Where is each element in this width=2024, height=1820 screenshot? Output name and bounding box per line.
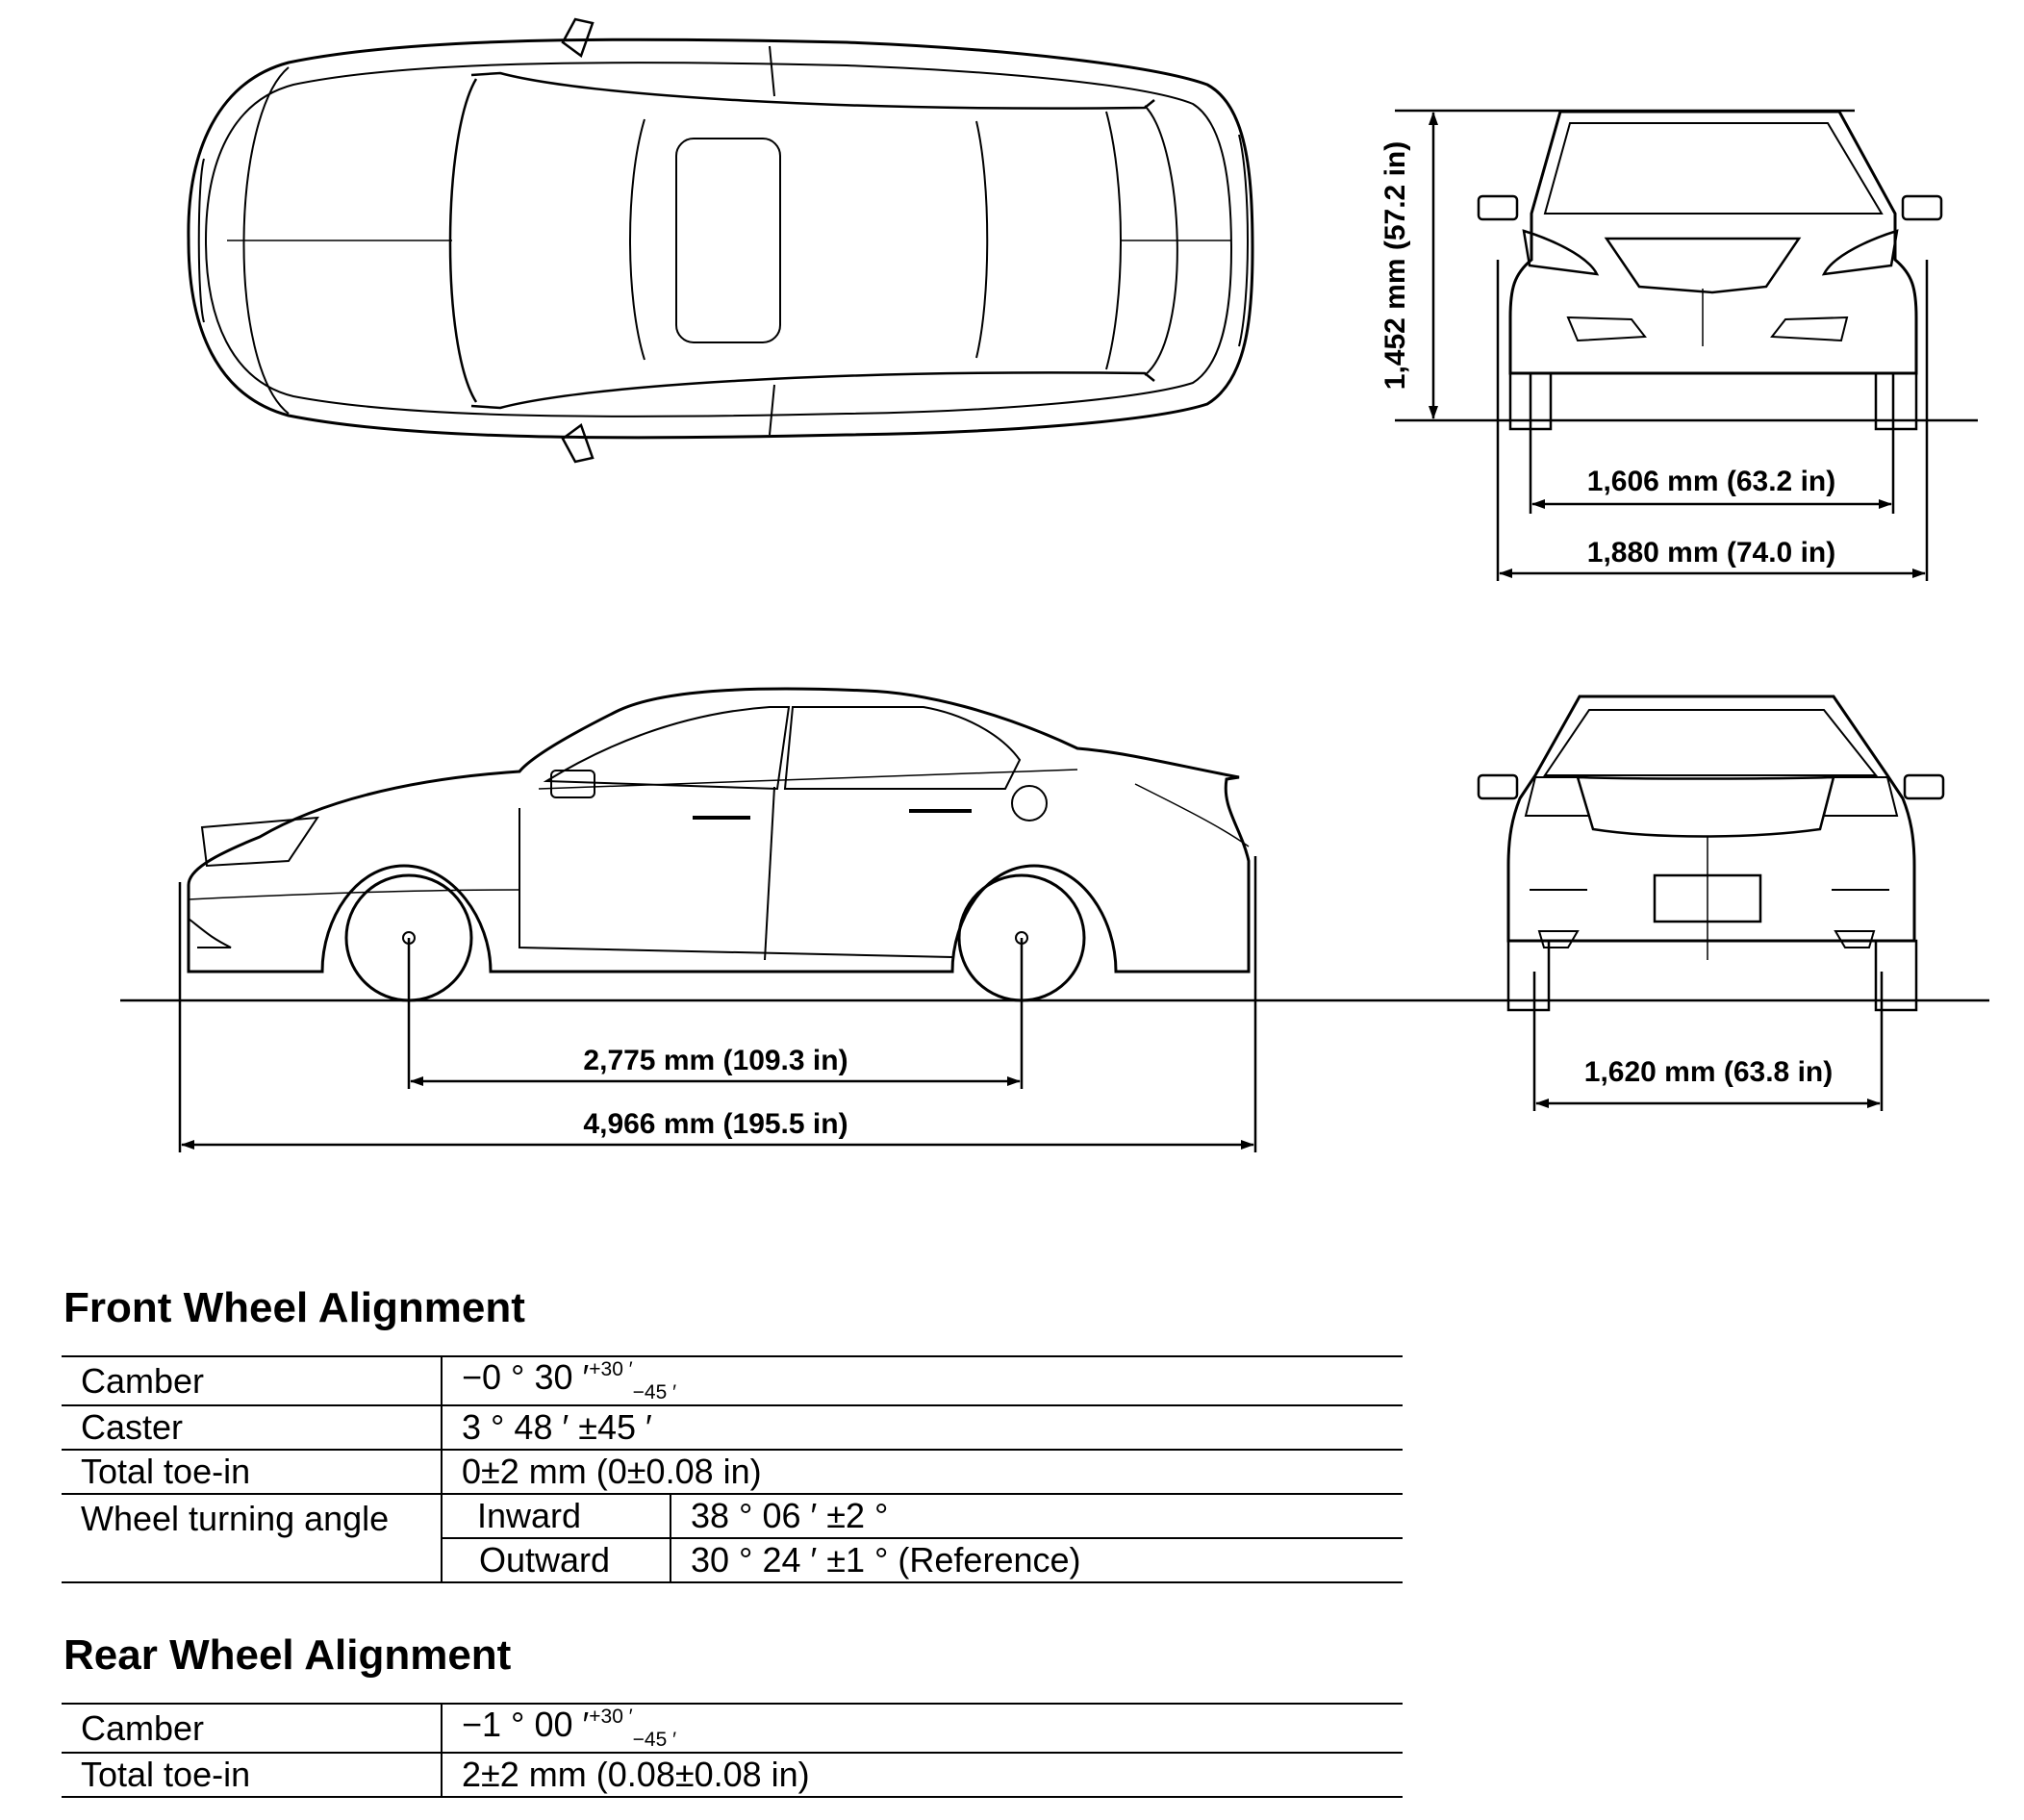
caster-value: 3 ° 48 ′ ±45 ′ xyxy=(441,1405,1403,1450)
table-row: Outward 30 ° 24 ′ ±1 ° (Reference) xyxy=(62,1537,1403,1582)
height-label: 1,452 mm (57.2 in) xyxy=(1379,141,1411,390)
table-row: Total toe-in 0±2 mm (0±0.08 in) xyxy=(62,1450,1403,1494)
rear-alignment-table: Camber −1 ° 00 ′+30 ′−45 ′ Total toe-in … xyxy=(62,1703,1403,1798)
car-top-view xyxy=(187,17,1254,464)
wheelbase-label: 2,775 mm (109.3 in) xyxy=(583,1045,848,1076)
length-label: 4,966 mm (195.5 in) xyxy=(583,1108,848,1140)
camber-value: −0 ° 30 ′+30 ′−45 ′ xyxy=(441,1356,1403,1405)
toe-label: Total toe-in xyxy=(81,1452,251,1491)
inward-value: 38 ° 06 ′ ±2 ° xyxy=(670,1494,1403,1538)
dimension-lines xyxy=(120,109,1989,1152)
table-row: Caster 3 ° 48 ′ ±45 ′ xyxy=(62,1405,1403,1450)
outward-value: 30 ° 24 ′ ±1 ° (Reference) xyxy=(670,1537,1403,1582)
rear-camber-label: Camber xyxy=(81,1707,205,1748)
rear-toe-value: 2±2 mm (0.08±0.08 in) xyxy=(441,1753,1403,1797)
camber-label: Camber xyxy=(81,1360,205,1401)
table-row: Camber −1 ° 00 ′+30 ′−45 ′ xyxy=(62,1704,1403,1753)
car-rear-view xyxy=(1477,695,1945,1012)
turning-angle-label: Wheel turning angle xyxy=(81,1499,390,1538)
width-label: 1,880 mm (74.0 in) xyxy=(1587,537,1835,569)
front-alignment-table: Camber −0 ° 30 ′+30 ′−45 ′ Caster 3 ° 48… xyxy=(62,1355,1403,1583)
front-tread-label: 1,606 mm (63.2 in) xyxy=(1587,466,1835,497)
front-alignment-title: Front Wheel Alignment xyxy=(63,1284,525,1331)
rear-tread-label: 1,620 mm (63.8 in) xyxy=(1584,1056,1833,1088)
rear-camber-value: −1 ° 00 ′+30 ′−45 ′ xyxy=(441,1704,1403,1753)
car-front-view xyxy=(1477,110,1943,431)
caster-label: Caster xyxy=(81,1407,184,1447)
toe-value: 0±2 mm (0±0.08 in) xyxy=(441,1450,1403,1494)
table-row: Wheel turning angle Inward 38 ° 06 ′ ±2 … xyxy=(62,1494,1403,1538)
rear-toe-label: Total toe-in xyxy=(81,1755,251,1794)
inward-label: Inward xyxy=(441,1494,670,1538)
table-row: Total toe-in 2±2 mm (0.08±0.08 in) xyxy=(62,1753,1403,1797)
outward-label: Outward xyxy=(441,1537,670,1582)
table-row: Camber −0 ° 30 ′+30 ′−45 ′ xyxy=(62,1356,1403,1405)
car-side-view xyxy=(187,687,1251,1002)
rear-alignment-title: Rear Wheel Alignment xyxy=(63,1631,512,1679)
